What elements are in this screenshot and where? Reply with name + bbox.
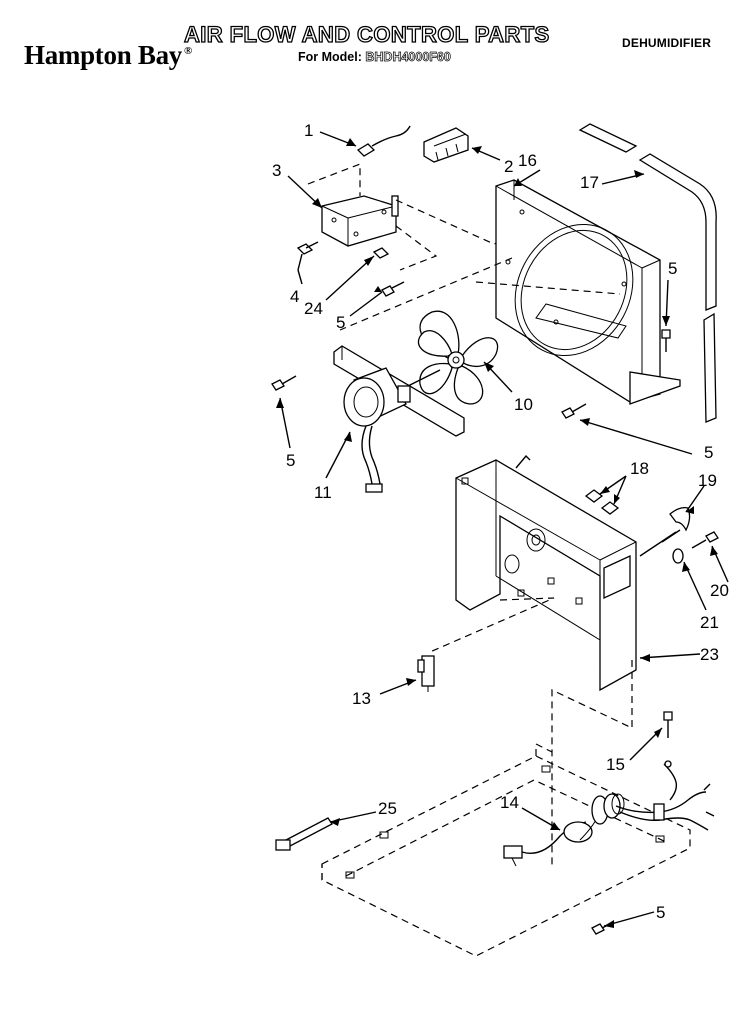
callout-24: 24 [304,299,323,318]
part-4-screw [296,241,319,271]
callout-5-right: 5 [704,443,713,462]
model-number: BHDH4000F60 [365,50,451,65]
callout-2: 2 [504,157,513,176]
callout-21: 21 [700,613,719,632]
part-14-power-cord [503,760,715,867]
callout-17: 17 [580,173,599,192]
part-10-fan-blade [417,310,499,405]
part-1-plug [356,125,411,157]
part-5-screw-motor-left [271,375,297,391]
part-19-clip [639,506,691,557]
diagram-title: AIR FLOW AND CONTROL PARTS [183,21,550,47]
callout-11: 11 [314,483,332,502]
leader-lines [276,131,729,928]
callout-1: 1 [304,121,313,140]
callout-20: 20 [710,581,729,600]
part-11-fan-motor [343,367,441,493]
part-17-foam-strips [578,123,717,423]
model-prefix: For Model: [298,50,362,64]
brand-registered-mark: ® [183,45,192,57]
part-2-connector [423,127,469,163]
part-15-screw [663,711,673,738]
part-5-screw-motor-right [561,403,587,419]
callout-5-upper: 5 [336,313,345,332]
callout-5-left: 5 [286,451,295,470]
callout-18: 18 [630,459,649,478]
part-21-washer [672,548,684,564]
product-category: DEHUMIDIFIER [622,36,712,50]
callout-19: 19 [698,471,717,490]
callout-10: 10 [514,395,533,414]
part-25-wire-tie [275,817,333,851]
callout-3: 3 [272,161,281,180]
part-5-screw-panel-right [661,329,671,352]
part-13-switch [417,655,435,692]
part-23-housing [455,454,637,692]
brand-name: Hampton Bay [24,40,182,70]
callout-23: 23 [700,645,719,664]
callout-14: 14 [500,793,519,812]
callout-5-panel: 5 [668,259,677,278]
callout-13: 13 [352,689,371,708]
part-24-nut [372,247,390,259]
part-5-screw-upper [381,281,405,297]
brand-logo: Hampton Bay® [24,40,192,71]
callout-4: 4 [290,287,299,306]
callout-5-bottom: 5 [656,903,665,922]
part-3-control-bracket [321,195,399,247]
callout-15: 15 [606,755,625,774]
callout-16: 16 [518,151,537,170]
base-pan-outline [321,743,691,957]
callout-25: 25 [378,799,397,818]
model-line: For Model: BHDH4000F60 [298,50,451,65]
part-16-shroud-panel [495,179,681,405]
part-18-nuts [584,489,620,515]
part-20-screw [691,531,719,549]
